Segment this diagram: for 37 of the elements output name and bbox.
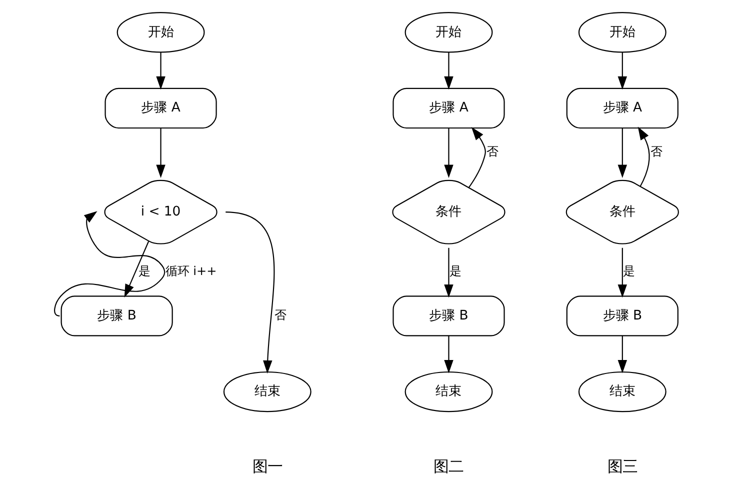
node-box: 步骤 A xyxy=(566,88,678,129)
arrow xyxy=(156,52,165,90)
node-box: 步骤 A xyxy=(104,88,216,129)
node-box: 步骤 B xyxy=(60,296,172,336)
arrow xyxy=(617,52,627,90)
node-box: 步骤 B xyxy=(566,296,678,336)
node-box: 步骤 B xyxy=(392,296,504,336)
arrow xyxy=(617,248,627,298)
arrow xyxy=(444,128,453,178)
node-ellipse: 结束 xyxy=(404,371,492,412)
arrow xyxy=(225,212,274,374)
node-box: 步骤 A xyxy=(392,88,504,129)
edge-label: 否 xyxy=(274,308,286,322)
edge-label: 是 xyxy=(622,264,634,278)
arrow xyxy=(468,127,486,188)
arrow xyxy=(444,248,453,298)
label: 图一 xyxy=(252,458,282,476)
edge-label: 否 xyxy=(650,144,662,158)
edge-label: 是 xyxy=(138,264,150,278)
node-ellipse: 开始 xyxy=(578,12,666,53)
node-ellipse: 结束 xyxy=(578,371,666,412)
arrow xyxy=(617,128,627,178)
arrow xyxy=(617,336,627,374)
arrow xyxy=(156,128,165,178)
edge-label: 否 xyxy=(486,144,498,158)
arrow xyxy=(124,241,149,298)
edge-label: 循环 i++ xyxy=(164,264,216,278)
node-ellipse: 开始 xyxy=(116,12,204,53)
arrow xyxy=(54,211,165,316)
arrow xyxy=(637,126,650,187)
label: 图三 xyxy=(606,458,637,476)
label: 图二 xyxy=(433,458,464,476)
node-ellipse: 开始 xyxy=(404,12,492,53)
edge-label: 是 xyxy=(448,264,461,278)
arrow xyxy=(444,336,453,374)
arrow xyxy=(444,52,453,90)
node-ellipse: 结束 xyxy=(222,371,311,412)
